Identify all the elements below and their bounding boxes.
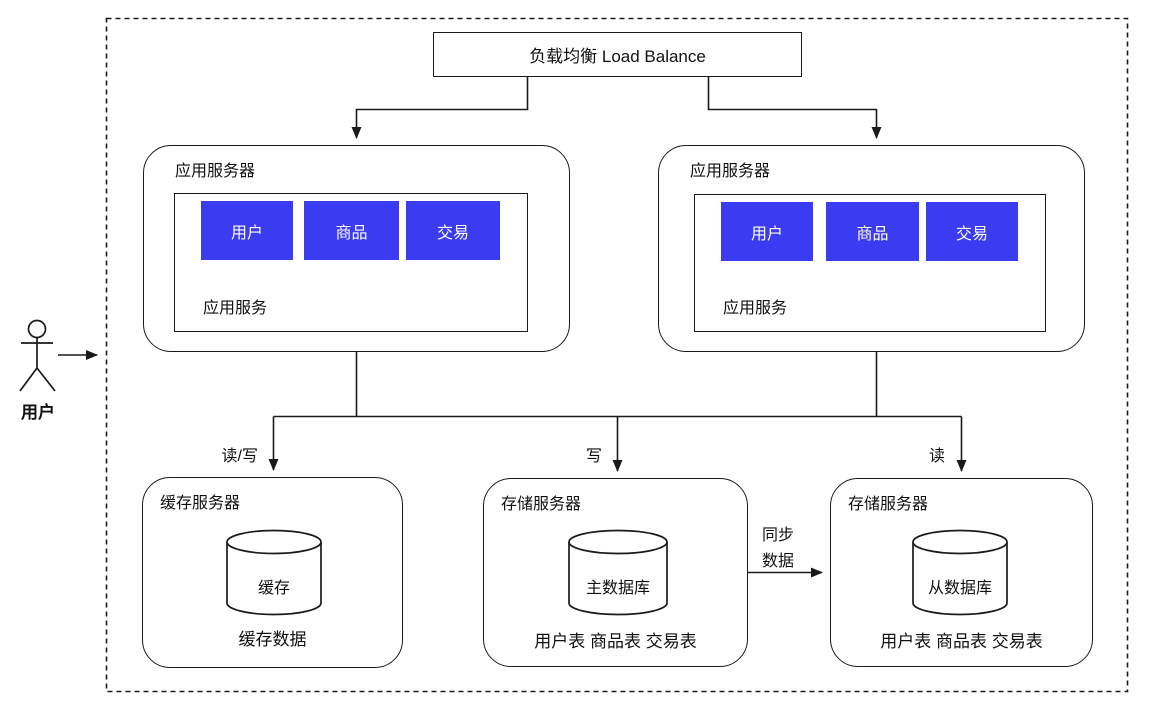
app-service-label-left: 应用服务 xyxy=(203,300,268,317)
user-actor-label: 用户 xyxy=(21,403,55,422)
slave-storage-title: 存储服务器 xyxy=(848,496,929,513)
app-server-right-title: 应用服务器 xyxy=(690,163,771,180)
service-chip-product: 商品 xyxy=(826,202,919,261)
master-storage-title: 存储服务器 xyxy=(501,496,582,513)
connector-lb-to-right-app xyxy=(707,77,882,139)
connector-lb-to-left-app xyxy=(351,77,529,139)
app-service-group-left: 用户 商品 交易 应用服务 xyxy=(174,193,528,332)
cache-db-label: 缓存 xyxy=(257,580,290,597)
app-service-label-right: 应用服务 xyxy=(723,300,788,317)
edge-label-read: 读 xyxy=(928,448,945,465)
cache-server-node: 缓存服务器 缓存数据 xyxy=(142,477,403,668)
cache-server-caption: 缓存数据 xyxy=(238,630,307,649)
master-storage-node: 存储服务器 用户表 商品表 交易表 xyxy=(483,478,748,667)
service-chip-trade: 交易 xyxy=(926,202,1018,261)
slave-storage-node: 存储服务器 用户表 商品表 交易表 xyxy=(830,478,1093,667)
service-chip-user: 用户 xyxy=(721,202,813,261)
service-chip-product: 商品 xyxy=(304,201,399,260)
load-balancer-node: 负载均衡 Load Balance xyxy=(433,32,802,77)
sync-label-line1: 同步 xyxy=(762,527,795,544)
load-balancer-label: 负载均衡 Load Balance xyxy=(529,47,706,66)
edge-label-read-write: 读/写 xyxy=(221,448,258,465)
edge-label-sync-data: 同步 数据 xyxy=(762,523,794,575)
master-db-label: 主数据库 xyxy=(585,580,650,597)
app-server-node-left: 应用服务器 用户 商品 交易 应用服务 xyxy=(143,145,570,352)
slave-db-label: 从数据库 xyxy=(927,580,992,597)
cache-server-title: 缓存服务器 xyxy=(160,495,241,512)
edge-label-write: 写 xyxy=(585,448,602,465)
app-server-left-title: 应用服务器 xyxy=(175,163,256,180)
master-storage-caption: 用户表 商品表 交易表 xyxy=(534,632,697,651)
slave-storage-caption: 用户表 商品表 交易表 xyxy=(880,632,1043,651)
service-chip-user: 用户 xyxy=(201,201,293,260)
sync-label-line2: 数据 xyxy=(762,553,795,570)
app-server-node-right: 应用服务器 用户 商品 交易 应用服务 xyxy=(658,145,1085,352)
user-stick-figure-icon xyxy=(19,319,56,392)
service-chip-trade: 交易 xyxy=(406,201,500,260)
app-service-group-right: 用户 商品 交易 应用服务 xyxy=(694,194,1046,332)
